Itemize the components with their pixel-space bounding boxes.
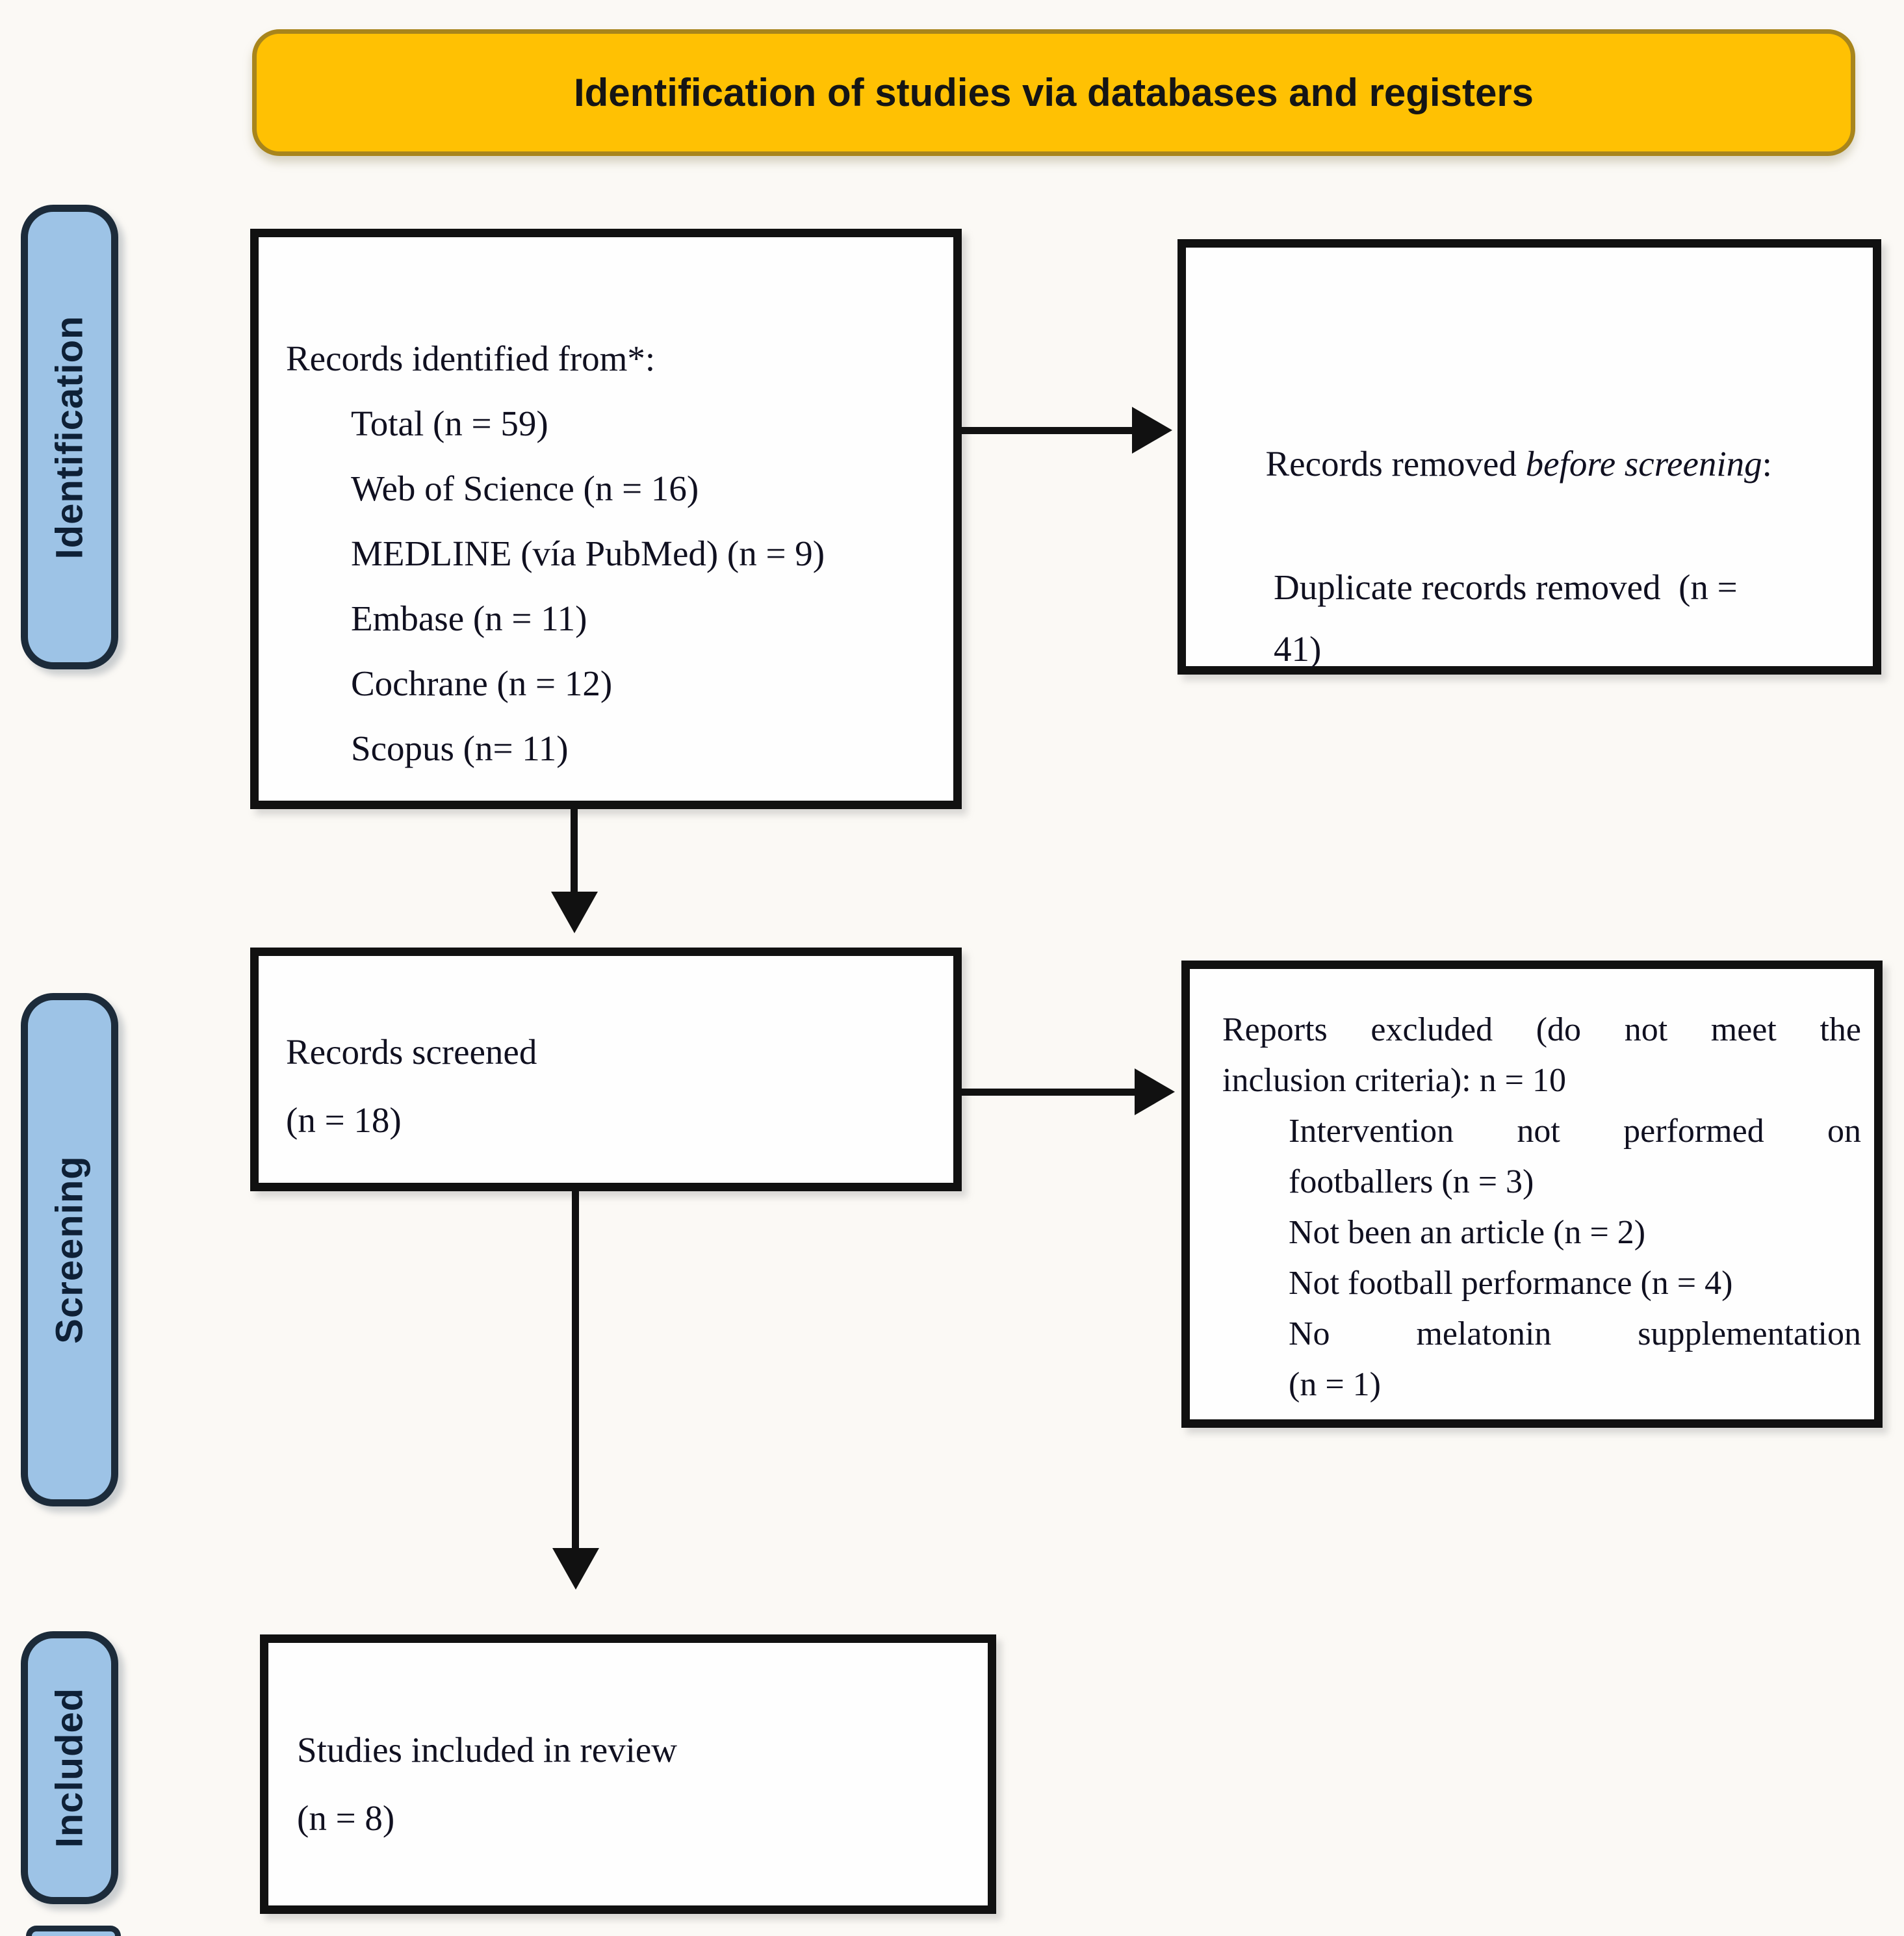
arrow-screened-to-included-head bbox=[552, 1548, 599, 1590]
reports-excluded-item-line: Intervention not performed on bbox=[1289, 1113, 1861, 1150]
reports-excluded-item-line: (n = 1) bbox=[1289, 1366, 1381, 1403]
arrow-identified-to-screened-head bbox=[551, 892, 598, 933]
arrow-screened-to-excluded-head bbox=[1135, 1068, 1175, 1115]
stage-label-screening-text: Screening bbox=[48, 1155, 91, 1344]
records-identified-item: MEDLINE (vía PubMed) (n = 9) bbox=[351, 534, 825, 573]
records-screened-line: Records screened bbox=[286, 1032, 537, 1072]
records-removed-item-line: 41) bbox=[1274, 629, 1322, 669]
banner: Identification of studies via databases … bbox=[252, 29, 1855, 156]
stage-label-included-text: Included bbox=[48, 1687, 91, 1848]
stage-label-screening: Screening bbox=[21, 993, 118, 1506]
reports-excluded-item-line: Not been an article (n = 2) bbox=[1289, 1214, 1646, 1251]
records-identified-title: Records identified from*: bbox=[286, 339, 656, 378]
stage-label-cutoff bbox=[26, 1926, 121, 1936]
reports-excluded-lead-line: inclusion criteria): n = 10 bbox=[1222, 1062, 1566, 1099]
stage-label-identification: Identification bbox=[21, 205, 118, 669]
stage-label-identification-text: Identification bbox=[48, 315, 91, 559]
arrow-screened-to-included-shaft bbox=[572, 1191, 579, 1550]
records-removed-title-italic: before screening bbox=[1525, 444, 1762, 484]
box-studies-included: Studies included in review (n = 8) bbox=[260, 1634, 996, 1914]
records-identified-item: Scopus (n= 11) bbox=[351, 729, 569, 768]
arrow-screened-to-excluded-shaft bbox=[962, 1089, 1139, 1096]
box-records-identified: Records identified from*: Total (n = 59)… bbox=[250, 229, 962, 809]
records-identified-item: Total (n = 59) bbox=[351, 404, 548, 443]
records-screened-count: (n = 18) bbox=[286, 1100, 402, 1140]
arrow-identified-to-screened-shaft bbox=[571, 809, 578, 894]
box-records-screened: Records screened (n = 18) bbox=[250, 948, 962, 1191]
records-removed-item-line: Duplicate records removed (n = bbox=[1274, 567, 1738, 607]
banner-title: Identification of studies via databases … bbox=[573, 71, 1534, 114]
reports-excluded-lead-line: Reports excluded (do not meet the bbox=[1222, 1011, 1861, 1048]
records-removed-title-suffix: : bbox=[1762, 444, 1772, 484]
reports-excluded-item-line: No melatonin supplementation bbox=[1289, 1315, 1861, 1352]
arrow-identified-to-removed-head bbox=[1132, 407, 1172, 454]
records-removed-title-prefix: Records removed bbox=[1265, 444, 1526, 484]
records-removed-title: Records removed before screening: bbox=[1212, 371, 1853, 556]
box-reports-excluded: Reports excluded (do not meet the inclus… bbox=[1181, 961, 1883, 1428]
records-identified-item: Web of Science (n = 16) bbox=[351, 469, 699, 508]
records-identified-item: Embase (n = 11) bbox=[351, 599, 587, 638]
studies-included-line: Studies included in review bbox=[297, 1730, 678, 1770]
studies-included-count: (n = 8) bbox=[297, 1798, 395, 1838]
arrow-identified-to-removed-shaft bbox=[962, 427, 1136, 434]
records-identified-item: Cochrane (n = 12) bbox=[351, 664, 613, 703]
box-records-removed: Records removed before screening: Duplic… bbox=[1177, 239, 1881, 675]
stage-label-included: Included bbox=[21, 1631, 118, 1904]
reports-excluded-item-line: Not football performance (n = 4) bbox=[1289, 1265, 1733, 1302]
reports-excluded-item-line: footballers (n = 3) bbox=[1289, 1163, 1534, 1200]
